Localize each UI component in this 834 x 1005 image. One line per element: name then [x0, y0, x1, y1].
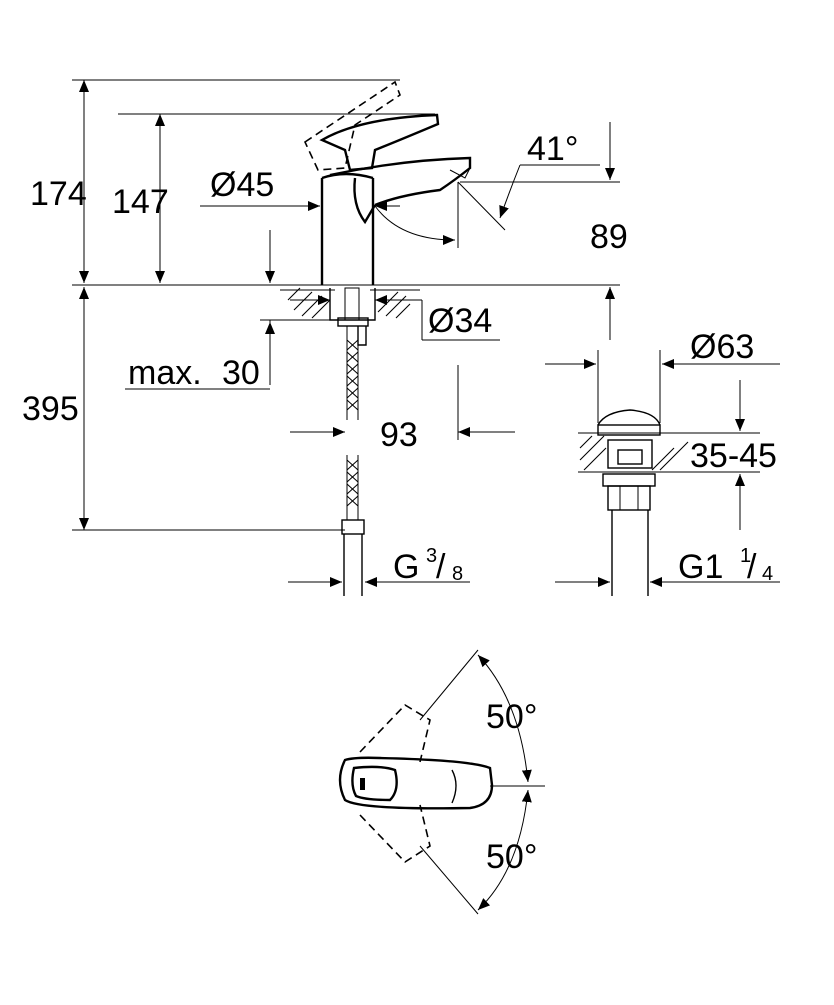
- label-50-degrees-bottom: 50°: [486, 838, 537, 876]
- label-35-45: 35-45: [690, 437, 777, 475]
- label-max-value: 30: [222, 354, 260, 392]
- label-max: max.: [128, 354, 202, 392]
- label-g-den: 8: [452, 563, 463, 585]
- label-g: G: [393, 548, 419, 586]
- label-41-degrees: 41°: [527, 130, 578, 168]
- label-slash-2: /: [747, 548, 757, 586]
- label-slash-1: /: [436, 548, 446, 586]
- label-g1: G1: [678, 548, 723, 586]
- top-view: [338, 649, 545, 915]
- label-395: 395: [22, 390, 79, 428]
- label-147: 147: [112, 183, 169, 221]
- label-diameter-34: Ø34: [428, 302, 492, 340]
- dimension-lines: [72, 79, 620, 587]
- label-g1-den: 4: [762, 563, 773, 585]
- faucet-side-view: [280, 80, 472, 596]
- label-diameter-63: Ø63: [690, 328, 754, 366]
- label-g-num: 3: [426, 545, 437, 567]
- label-174: 174: [30, 175, 87, 213]
- waste-valve: [545, 350, 780, 596]
- label-diameter-45: Ø45: [210, 166, 274, 204]
- label-89: 89: [590, 218, 628, 256]
- label-50-degrees-top: 50°: [486, 698, 537, 736]
- deck-hatch: [287, 287, 411, 319]
- label-g1-num: 1: [740, 545, 751, 567]
- label-93: 93: [380, 416, 418, 454]
